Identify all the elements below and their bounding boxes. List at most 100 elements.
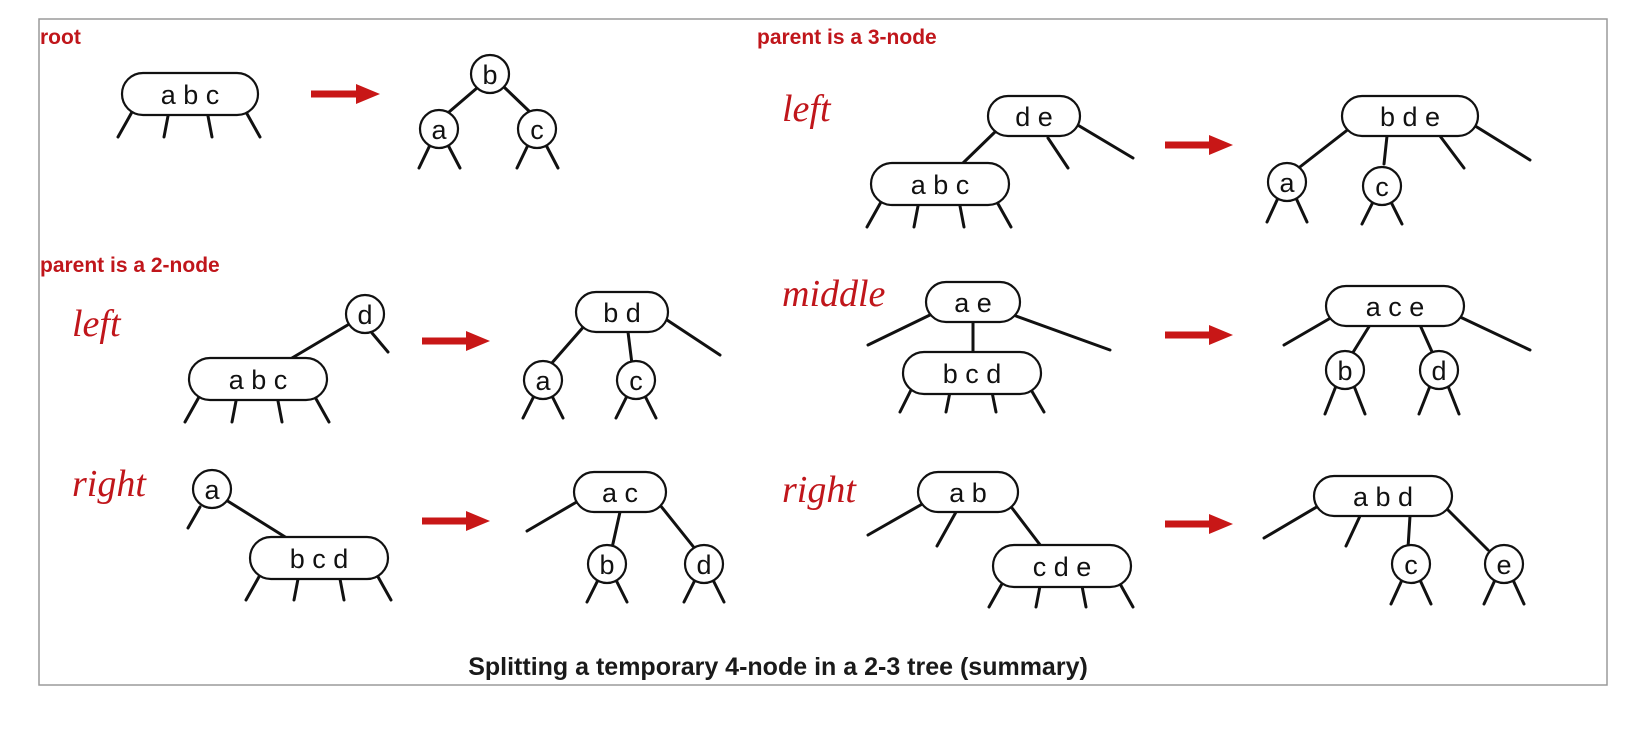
edge (865, 200, 883, 229)
edge (224, 498, 292, 542)
edge (1417, 384, 1432, 416)
edge (313, 395, 331, 424)
tree-node-c (1390, 543, 1432, 585)
case-label-p3-middle: middle (782, 273, 886, 315)
node-key: a (535, 366, 551, 396)
node-keys: a e (954, 288, 992, 318)
edge (550, 394, 565, 420)
edge (1034, 584, 1042, 609)
edge (1482, 578, 1497, 606)
edge (995, 200, 1013, 229)
edge (662, 316, 722, 357)
edge (1010, 506, 1046, 552)
edge (1074, 122, 1135, 160)
edge (206, 114, 214, 139)
p2-right-before-subtree: a b c d (186, 468, 393, 602)
node-key: c (629, 366, 643, 396)
tree-node-3-node (924, 280, 1022, 324)
node-key: d (1431, 356, 1446, 386)
tree-node-3-node (916, 470, 1020, 514)
edge (544, 143, 560, 170)
edge (898, 386, 914, 414)
edge (1282, 314, 1336, 347)
edge (276, 399, 284, 424)
edge (1418, 578, 1433, 606)
edge (290, 321, 353, 360)
case-label-p3-right: right (782, 469, 857, 511)
edge (370, 331, 390, 354)
node-keys: b d (603, 298, 641, 328)
edge (186, 505, 202, 530)
node-keys: a b c (911, 170, 970, 200)
node-key: a (204, 475, 220, 505)
edge (525, 498, 582, 533)
edge (338, 577, 346, 602)
edge (521, 394, 536, 420)
edge (866, 312, 934, 347)
arrow-p3-left (1165, 135, 1233, 155)
tree-node-4-node (187, 356, 329, 402)
edge (912, 204, 920, 229)
arrow-p2-left (422, 331, 490, 351)
node-key: b (1337, 356, 1352, 386)
tree-node-4-node (120, 71, 260, 117)
tree-node-3-node (574, 290, 670, 334)
edge (987, 580, 1005, 609)
tree-node-3-node (986, 94, 1082, 138)
edge (1014, 314, 1112, 352)
tree-node-4-node (901, 350, 1043, 396)
tree-node-4-node (869, 161, 1011, 207)
node-keys: a b (949, 478, 987, 508)
edge (990, 390, 998, 414)
edge (183, 395, 201, 424)
edge (585, 578, 600, 604)
node-keys: a c e (1366, 292, 1425, 322)
p2-left-after-subtree: b d a c (521, 290, 722, 420)
p3-left-after-subtree: b d e a c (1265, 94, 1532, 226)
edge (1262, 503, 1322, 540)
tree-node-4-node (991, 543, 1133, 589)
edge (116, 110, 134, 139)
tree-node-b (586, 543, 628, 585)
case-label-p2-left: left (72, 303, 122, 345)
edge (1028, 386, 1046, 414)
heading-parent-3-node: parent is a 3-node (757, 26, 937, 49)
tree-node-c (1361, 165, 1403, 207)
edge (1418, 323, 1435, 356)
edge (1389, 578, 1404, 606)
node-key: c (1404, 550, 1418, 580)
edge (447, 86, 479, 114)
tree-node-d (344, 293, 386, 335)
diagram-caption: Splitting a temporary 4-node in a 2-3 tr… (468, 653, 1088, 681)
edge (230, 399, 238, 424)
root-before-subtree: a b c (116, 71, 262, 139)
edge (1046, 136, 1070, 170)
node-keys: b c d (943, 359, 1002, 389)
edge (1352, 384, 1367, 416)
node-keys: c d e (1033, 552, 1092, 582)
node-key: d (696, 550, 711, 580)
edge (1294, 126, 1352, 172)
tree-node-a (522, 359, 564, 401)
tree-node-a (418, 108, 460, 150)
heading-root: root (40, 26, 81, 49)
edge (643, 394, 658, 420)
tree-node-a (1266, 161, 1308, 203)
tree-node-d (683, 543, 725, 585)
edge (1438, 134, 1466, 170)
edge (658, 503, 698, 552)
node-key: d (357, 300, 372, 330)
p3-left-before-subtree: d e a b c (865, 94, 1135, 229)
edge (1294, 196, 1309, 224)
arrow-p2-right (422, 511, 490, 531)
tree-node-4-node (1312, 474, 1454, 518)
edge (446, 143, 462, 170)
tree-node-4-node (1340, 94, 1480, 138)
p2-right-after-subtree: a c b d (525, 470, 726, 604)
node-key: a (1279, 168, 1295, 198)
arrow-p3-right (1165, 514, 1233, 534)
arrow-p3-middle (1165, 325, 1233, 345)
tree-node-b (469, 53, 511, 95)
heading-parent-2-node: parent is a 2-node (40, 254, 220, 277)
